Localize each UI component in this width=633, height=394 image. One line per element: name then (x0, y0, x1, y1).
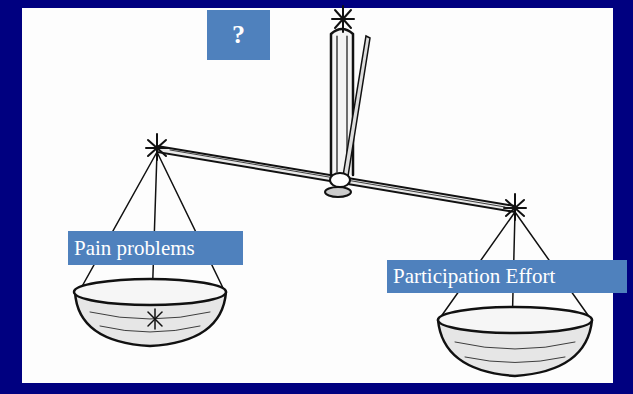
box-label: Pain problems (74, 236, 195, 261)
box-label: Participation Effort (393, 264, 555, 289)
pillar-hatch (336, 36, 337, 172)
pivot-base (325, 187, 351, 197)
scale-needle (343, 36, 370, 176)
label-box: Pain problems (68, 231, 243, 265)
left-pan-hatch (90, 312, 210, 332)
label-box: Participation Effort (387, 260, 627, 293)
pivot (330, 173, 350, 187)
scale-drawing (74, 6, 592, 376)
label-box: ? (207, 10, 270, 60)
right-pan-hatch (455, 342, 575, 363)
beam-hatch (170, 150, 505, 207)
scale-beam (157, 146, 515, 212)
top-star (332, 6, 354, 32)
white-panel (22, 8, 613, 383)
box-label: ? (232, 20, 245, 50)
left-pan-rim (74, 279, 226, 305)
left-pan-star (148, 309, 162, 329)
right-pan-rim (438, 307, 592, 333)
